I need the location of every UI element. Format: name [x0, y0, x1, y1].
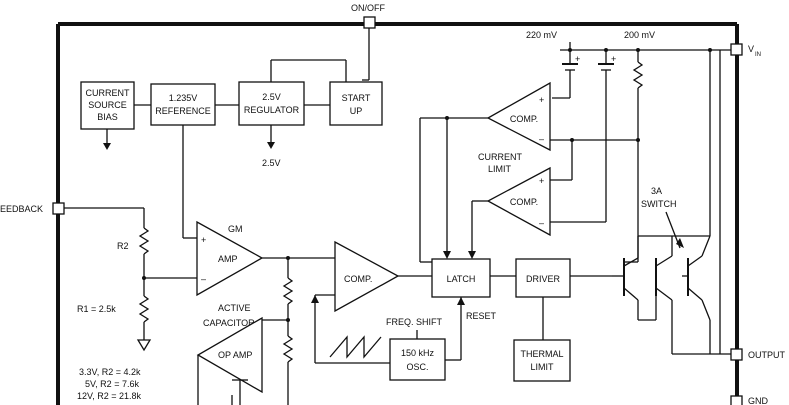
reference-block: 1.235V REFERENCE — [150, 83, 216, 126]
comp-lower-label: COMP. — [510, 197, 538, 207]
gm-amplifier: GM AMP + – — [196, 220, 264, 297]
current-source-bias-block: CURRENT SOURCE BIAS — [80, 81, 135, 150]
driver-label: DRIVER — [526, 274, 561, 284]
latch-block: LATCH — [420, 116, 516, 298]
pwm-comparator: COMP. — [311, 240, 432, 364]
pin-output[interactable]: OUTPUT — [730, 348, 786, 361]
sense-resistor — [548, 48, 644, 263]
comp-upper-label: COMP. — [510, 114, 538, 124]
switch-label-2: SWITCH — [641, 199, 677, 209]
current-limit-label-1: CURRENT — [478, 152, 523, 162]
comp-main-label: COMP. — [344, 274, 372, 284]
plus-sign: + — [201, 235, 206, 245]
pin-on-off-label: ON/OFF — [351, 3, 385, 13]
plus-sign: + — [575, 54, 580, 64]
regulator-block: 2.5V REGULATOR 2.5V — [238, 81, 305, 168]
mv-200-label: 200 mV — [624, 30, 655, 40]
r1-label: R1 = 2.5k — [77, 304, 116, 314]
start-up-label-1: START — [342, 93, 371, 103]
pin-feedback-label: EEDBACK — [0, 204, 43, 214]
bias-label-1: CURRENT — [86, 88, 131, 98]
arrow-down-icon — [468, 251, 476, 259]
pin-output-label: OUTPUT — [748, 350, 786, 360]
op-amplifier: OP AMP — [196, 316, 263, 405]
oscillator-label-1: 150 kHz — [401, 348, 435, 358]
top-block-links — [134, 104, 330, 239]
minus-sign: – — [539, 218, 544, 228]
current-limit-comparator-lower: COMP. + – — [471, 138, 574, 252]
oscillator-label-2: OSC. — [406, 362, 428, 372]
arrow-down-icon — [103, 143, 111, 150]
top-wiring — [270, 28, 731, 82]
feedback-divider: R2 R1 = 2.5k — [64, 207, 197, 352]
regulator-output-label: 2.5V — [262, 158, 281, 168]
arrow-down-icon — [267, 142, 275, 149]
reference-label-1: 1.235V — [169, 93, 198, 103]
start-up-label-2: UP — [350, 106, 363, 116]
minus-sign: – — [539, 134, 544, 144]
current-limit-label-2: LIMIT — [488, 164, 512, 174]
driver-block: DRIVER — [515, 258, 612, 340]
r2-value-table: 3.3V, R2 = 4.2k 5V, R2 = 7.6k 12V, R2 = … — [77, 367, 141, 401]
arrow-icon — [676, 238, 684, 248]
arrow-down-icon — [443, 251, 451, 259]
op-amp-label: OP AMP — [218, 350, 252, 360]
ramp-waveform-icon — [329, 335, 382, 359]
switch-label-1: 3A — [651, 186, 662, 196]
minus-sign: – — [201, 274, 206, 284]
r2-label: R2 — [117, 241, 129, 251]
r2-row: 12V, R2 = 21.8k — [77, 391, 141, 401]
reference-label-2: REFERENCE — [155, 106, 211, 116]
regulator-label-2: REGULATOR — [244, 105, 300, 115]
compensation-network — [262, 256, 335, 405]
bias-label-3: BIAS — [97, 112, 118, 122]
active-capacitor-label-2: CAPACITOR — [203, 318, 255, 328]
offset-sources: 220 mV 200 mV + + — [526, 30, 655, 223]
current-limit-comparator-upper: COMP. + – — [419, 81, 551, 262]
pin-vin-label: V — [748, 44, 754, 54]
oscillator-block: 150 kHz OSC. FREQ. SHIFT RESET — [386, 297, 497, 381]
regulator-label-1: 2.5V — [262, 92, 281, 102]
arrow-up-icon — [457, 297, 465, 305]
pin-gnd[interactable]: GND — [730, 395, 769, 405]
pin-feedback[interactable]: EEDBACK — [0, 202, 65, 215]
thermal-label-1: THERMAL — [520, 349, 563, 359]
mv-220-label: 220 mV — [526, 30, 557, 40]
freq-shift-label: FREQ. SHIFT — [386, 317, 443, 327]
start-up-block: START UP — [329, 81, 383, 126]
plus-sign: + — [539, 176, 544, 186]
r2-row: 5V, R2 = 7.6k — [85, 379, 139, 389]
thermal-label-2: LIMIT — [530, 362, 554, 372]
reset-label: RESET — [466, 311, 497, 321]
pin-vin-subscript: IN — [755, 52, 761, 58]
plus-sign: + — [611, 54, 616, 64]
active-capacitor-label-1: ACTIVE — [218, 303, 251, 313]
ground-icon — [136, 339, 152, 352]
pin-gnd-label: GND — [748, 396, 769, 405]
r2-row: 3.3V, R2 = 4.2k — [79, 367, 141, 377]
arrow-up-icon — [311, 295, 319, 303]
gm-amp-label: AMP — [218, 254, 238, 264]
thermal-limit-block: THERMAL LIMIT — [513, 339, 571, 382]
power-switch: 3A SWITCH — [612, 48, 731, 355]
bias-label-2: SOURCE — [88, 100, 127, 110]
latch-label: LATCH — [447, 274, 476, 284]
gm-label: GM — [228, 224, 243, 234]
plus-sign: + — [539, 95, 544, 105]
